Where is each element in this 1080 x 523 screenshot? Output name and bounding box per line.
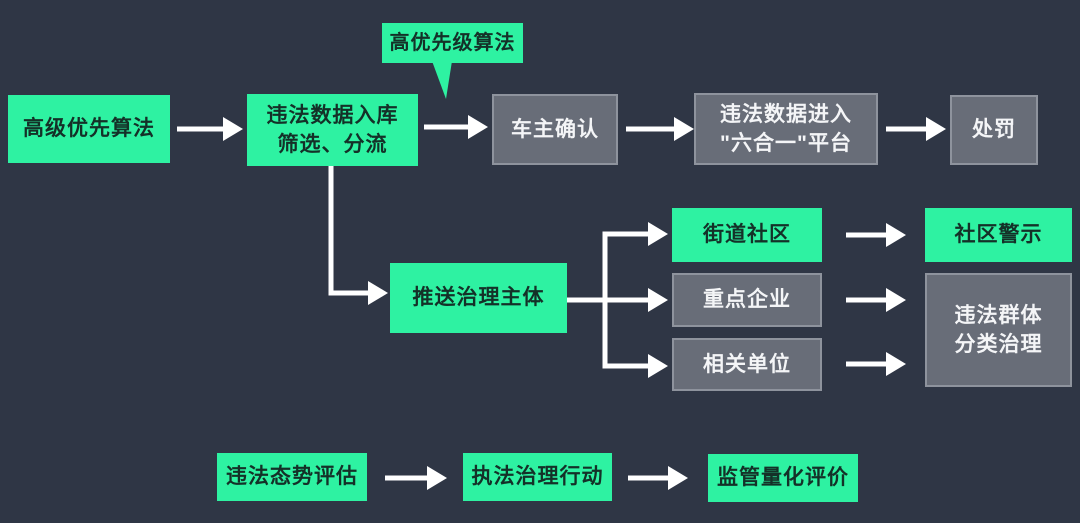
node-label: 违法群体 分类治理 (954, 303, 1043, 356)
arrow-units-to-governance (846, 352, 906, 376)
arrow-platform-to-punishment (886, 117, 946, 141)
node-label: 违法数据入库 筛选、分流 (266, 103, 399, 156)
node-label: 重点企业 (703, 288, 791, 312)
arrow-action-to-evaluation (628, 466, 688, 490)
node-data-intake-screening: 违法数据入库 筛选、分流 (247, 94, 418, 166)
branch-push-subjects (567, 222, 668, 378)
node-enforcement-governance-action: 执法治理行动 (463, 453, 612, 501)
arrow-street-to-warning (846, 223, 906, 247)
node-label: 街道社区 (703, 223, 791, 247)
node-label: 高级优先算法 (23, 117, 155, 141)
node-label: 社区警示 (954, 223, 1043, 247)
node-key-enterprises: 重点企业 (672, 273, 822, 327)
node-label: 相关单位 (703, 352, 791, 376)
node-illegal-situation-assessment: 违法态势评估 (217, 453, 367, 501)
node-label: 违法数据进入 "六合一"平台 (720, 102, 852, 155)
node-label: 处罚 (972, 118, 1016, 142)
node-label: 车主确认 (511, 117, 599, 141)
node-advanced-priority-algorithm: 高级优先算法 (8, 95, 170, 163)
node-community-warning: 社区警示 (925, 208, 1072, 262)
arrow-assessment-to-action (385, 466, 447, 490)
node-label: 执法治理行动 (471, 465, 604, 489)
arrow-intake-to-owner (424, 115, 488, 139)
node-regulatory-quantified-evaluation: 监管量化评价 (708, 454, 858, 502)
node-illegal-group-classified-governance: 违法群体 分类治理 (925, 273, 1072, 387)
node-label: 违法态势评估 (226, 465, 358, 489)
callout-label: 高优先级算法 (389, 32, 516, 54)
arrow-advanced-to-intake (177, 117, 243, 141)
node-owner-confirmation: 车主确认 (492, 94, 618, 165)
node-label: 推送治理主体 (412, 286, 545, 310)
arrow-owner-to-platform (626, 117, 694, 141)
node-street-community: 街道社区 (672, 208, 822, 262)
node-related-units: 相关单位 (672, 338, 822, 391)
callout-high-priority-algorithm: 高优先级算法 (382, 23, 523, 63)
node-label: 监管量化评价 (717, 466, 849, 490)
arrow-enterprise-to-governance (846, 288, 906, 312)
arrow-intake-to-push-subjects (328, 166, 388, 305)
node-punishment: 处罚 (950, 95, 1038, 165)
node-six-in-one-platform: 违法数据进入 "六合一"平台 (694, 93, 878, 165)
node-push-governance-subjects: 推送治理主体 (390, 263, 567, 333)
